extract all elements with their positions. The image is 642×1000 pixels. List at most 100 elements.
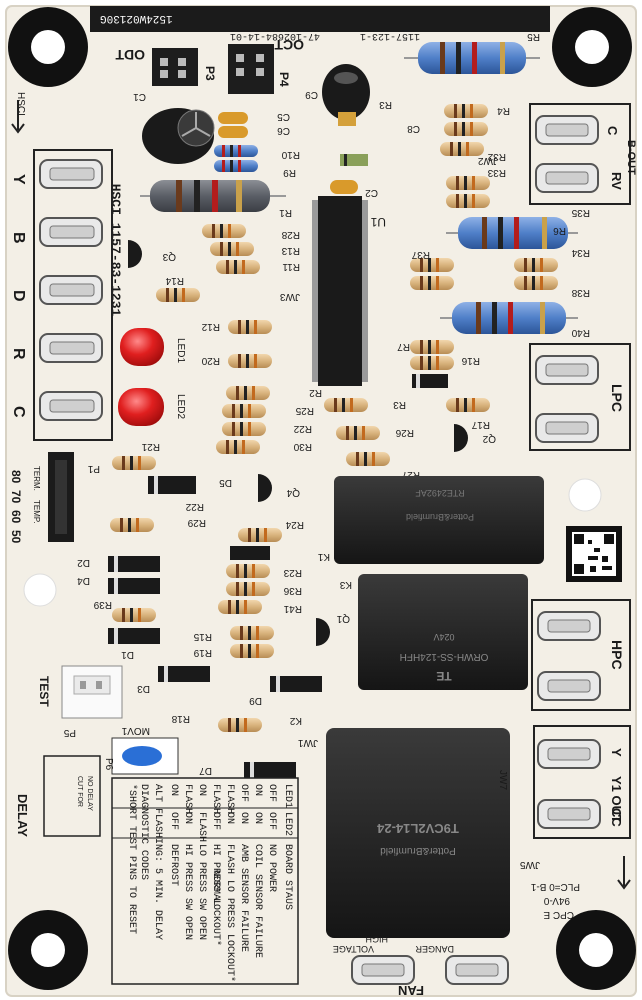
mov1-varistor [111, 737, 179, 775]
terminal-cc[interactable] [537, 799, 601, 829]
r7-label: R7 [397, 341, 410, 352]
fan-terminals: FAN DANGER HIGH VOLTAGE [333, 934, 509, 998]
terminal-lpc-1[interactable] [535, 355, 599, 385]
r25-label: R25 [295, 405, 314, 416]
r19-label: R19 [193, 647, 212, 658]
power-resistor-r1 [140, 180, 286, 212]
table-cell-led1: FLASH [210, 784, 221, 814]
r5-label: R5 [527, 31, 540, 42]
terminal-hpc-2[interactable] [537, 671, 601, 701]
right-terminal-y1out: Y Y1 OUT CC [533, 725, 631, 839]
r17-label: R17 [471, 419, 490, 430]
mov-label: MOV1 [121, 725, 150, 736]
jw2-label: JW2 [478, 155, 498, 166]
diode-d1 [108, 628, 160, 644]
table-header-status: BOARD STAUS [282, 844, 293, 910]
table-cell-status: AMB SENSOR FAILURE [238, 844, 249, 952]
small-resistors [110, 104, 558, 732]
resistor-r5 [404, 42, 540, 74]
r41-label: R41 [283, 603, 302, 614]
table-cell-led1: FLASH [224, 784, 235, 814]
relay-k2-model: T9CV2L14-24 [376, 821, 458, 836]
terminal-c-right[interactable] [535, 115, 599, 145]
q2-label: Q2 [482, 433, 496, 444]
table-cell-normal: NORMAL [210, 870, 221, 906]
terminal-rv[interactable] [535, 163, 599, 193]
r15-label: R15 [193, 631, 212, 642]
r40-label: R40 [571, 327, 590, 338]
jw5-label: JW5 [520, 859, 540, 870]
relay-k3-voltage: 024V [433, 632, 454, 642]
part-number-1: 47-102684-14-01 [230, 30, 320, 41]
r14-label: R14 [165, 275, 184, 286]
transistor-q1 [316, 618, 330, 646]
capacitor-c1 [142, 108, 215, 164]
d5-label: D5 [219, 477, 232, 488]
r20-label: R20 [201, 355, 220, 366]
diodes [108, 154, 448, 778]
terminal-d[interactable]: D [10, 275, 103, 305]
r27-label: R27 [401, 469, 420, 480]
c5-label: C5 [277, 111, 290, 122]
c8-label: C8 [407, 123, 420, 134]
terminal-y1[interactable] [537, 739, 601, 769]
table-cell-status: FLASH LO PRESS LOCKOUT* [224, 844, 236, 982]
capacitor-c9 [322, 64, 370, 126]
d7-label: D7 [199, 765, 212, 776]
r24-label: R24 [285, 519, 304, 530]
terminal-b[interactable]: B [10, 217, 103, 247]
arrow-down-left-icon [11, 100, 25, 134]
terminal-hpc-1[interactable] [537, 611, 601, 641]
table-cell-led2: ON [182, 812, 193, 824]
board-hole-right [568, 478, 602, 512]
d9-label: D9 [249, 695, 262, 706]
header-p3[interactable] [152, 48, 198, 86]
table-cell-status: COIL SENSOR FAILURE [252, 844, 263, 958]
q1-label: Q1 [336, 613, 350, 624]
relay-k2-brand: Potter&Brumfield [380, 845, 456, 856]
terminal-r-label: R [10, 348, 27, 360]
capacitor-c6 [218, 126, 248, 138]
relay-k1-brand: Potter&Brumfield [406, 512, 474, 522]
diode-jw6 [230, 546, 270, 560]
rating-label: 94V-0 [543, 895, 570, 906]
r4-label: R4 [497, 105, 510, 116]
temp-70: 70 [9, 490, 23, 504]
test-label: TEST [37, 676, 51, 707]
term-label: TERM. [32, 466, 41, 491]
relay-k3-model: ORWH-SS-124HFH [400, 651, 489, 662]
r10-label: R10 [281, 149, 300, 160]
diode-z6 [412, 374, 448, 388]
oct-label: OCT [274, 37, 304, 53]
q3-label: Q3 [162, 251, 176, 262]
terminal-fan-1[interactable] [351, 955, 415, 985]
resistor-labels: R28 R13 R11 R14 R12 R20 R10 R9 R3 R4 R32… [93, 99, 566, 724]
resistor-r35 [446, 217, 578, 249]
diode-d5 [148, 476, 196, 494]
fan-label: FAN [398, 983, 424, 998]
terminal-lpc-2[interactable] [535, 413, 599, 443]
terminal-fan-2[interactable] [445, 955, 509, 985]
plc-label: PLC=0 B-1 [530, 881, 580, 892]
jw7-label: JW7 [497, 770, 508, 790]
terminal-y[interactable]: Y [10, 159, 103, 189]
delay-box: CUT FOR NO DELAY [43, 755, 101, 837]
table-cell-led1: OFF [238, 784, 249, 802]
r11-label: R11 [282, 261, 300, 272]
bout-label: B-OUT [625, 140, 637, 175]
test-connector-p5[interactable] [61, 665, 123, 719]
led2-label: LED2 [175, 394, 186, 419]
r21-label: R21 [141, 441, 160, 452]
temp-select-jumper[interactable] [48, 452, 74, 542]
header-p4[interactable] [228, 44, 274, 94]
r30-label: R30 [293, 441, 312, 452]
r18-label: R18 [171, 713, 190, 724]
d4-label: D4 [77, 575, 90, 586]
diode-d2 [108, 556, 160, 572]
capacitor-c2 [330, 180, 358, 194]
terminal-c[interactable]: C [10, 391, 103, 421]
danger-label: DANGER [415, 944, 454, 954]
table-cell-led2: FLASH [196, 812, 207, 842]
terminal-r[interactable]: R [10, 333, 103, 363]
table-cell-led2: OFF [210, 812, 221, 830]
